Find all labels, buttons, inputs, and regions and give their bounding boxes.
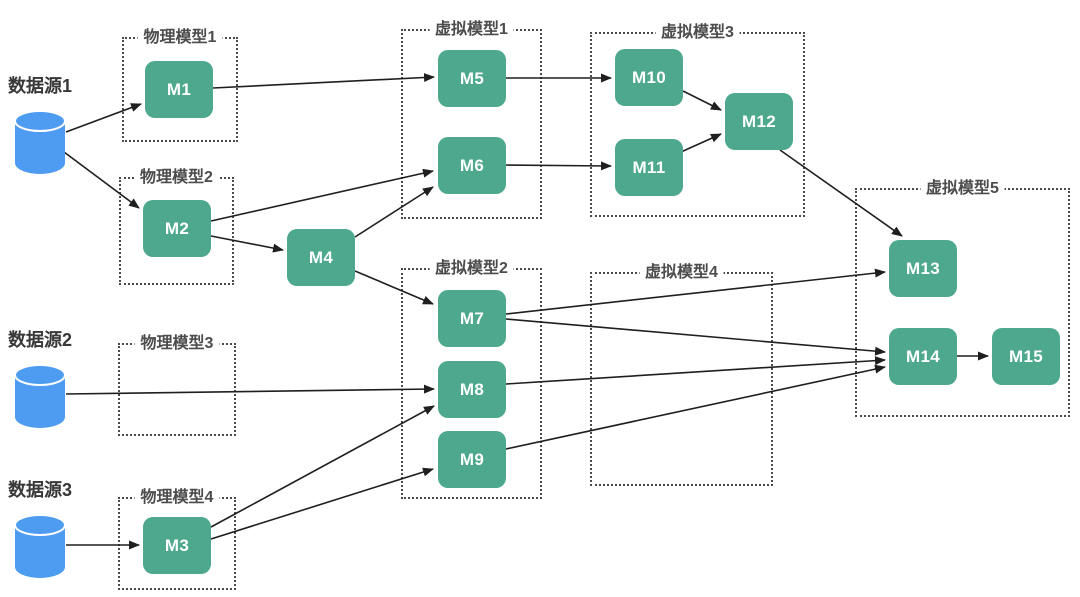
- group-label-vm3: 虚拟模型3: [655, 24, 740, 42]
- group-box-pm4: 物理模型4: [118, 489, 236, 590]
- model-node-M4: M4: [287, 229, 355, 286]
- database-cylinder-icon: [14, 514, 66, 585]
- source-label-ds2: 数据源2: [8, 330, 73, 350]
- model-node-M14: M14: [889, 328, 957, 385]
- group-box-pm2: 物理模型2: [119, 169, 234, 285]
- model-node-M15: M15: [992, 328, 1060, 385]
- model-node-M7: M7: [438, 290, 506, 347]
- model-node-M10: M10: [615, 49, 683, 106]
- group-box-vm3: 虚拟模型3: [590, 24, 805, 217]
- group-label-vm2: 虚拟模型2: [429, 260, 514, 278]
- model-node-M12: M12: [725, 93, 793, 150]
- database-cylinder-icon: [14, 364, 66, 435]
- group-label-pm3: 物理模型3: [134, 335, 220, 353]
- group-box-pm1: 物理模型1: [122, 29, 238, 142]
- model-node-M6: M6: [438, 137, 506, 194]
- database-cylinder-icon: [14, 110, 66, 181]
- source-label-ds3: 数据源3: [8, 480, 73, 500]
- group-label-pm2: 物理模型2: [134, 169, 219, 187]
- model-node-M11: M11: [615, 139, 683, 196]
- source-label-ds1: 数据源1: [8, 76, 73, 96]
- group-label-pm1: 物理模型1: [137, 29, 223, 47]
- model-node-M13: M13: [889, 240, 957, 297]
- model-node-M1: M1: [145, 61, 213, 118]
- model-node-M9: M9: [438, 431, 506, 488]
- group-label-vm5: 虚拟模型5: [920, 180, 1005, 198]
- model-node-M3: M3: [143, 517, 211, 574]
- group-box-vm1: 虚拟模型1: [401, 21, 542, 219]
- group-label-vm1: 虚拟模型1: [429, 21, 514, 39]
- model-node-M8: M8: [438, 361, 506, 418]
- model-node-M2: M2: [143, 200, 211, 257]
- group-label-pm4: 物理模型4: [134, 489, 220, 507]
- model-node-M5: M5: [438, 50, 506, 107]
- group-box-vm5: 虚拟模型5: [855, 180, 1070, 417]
